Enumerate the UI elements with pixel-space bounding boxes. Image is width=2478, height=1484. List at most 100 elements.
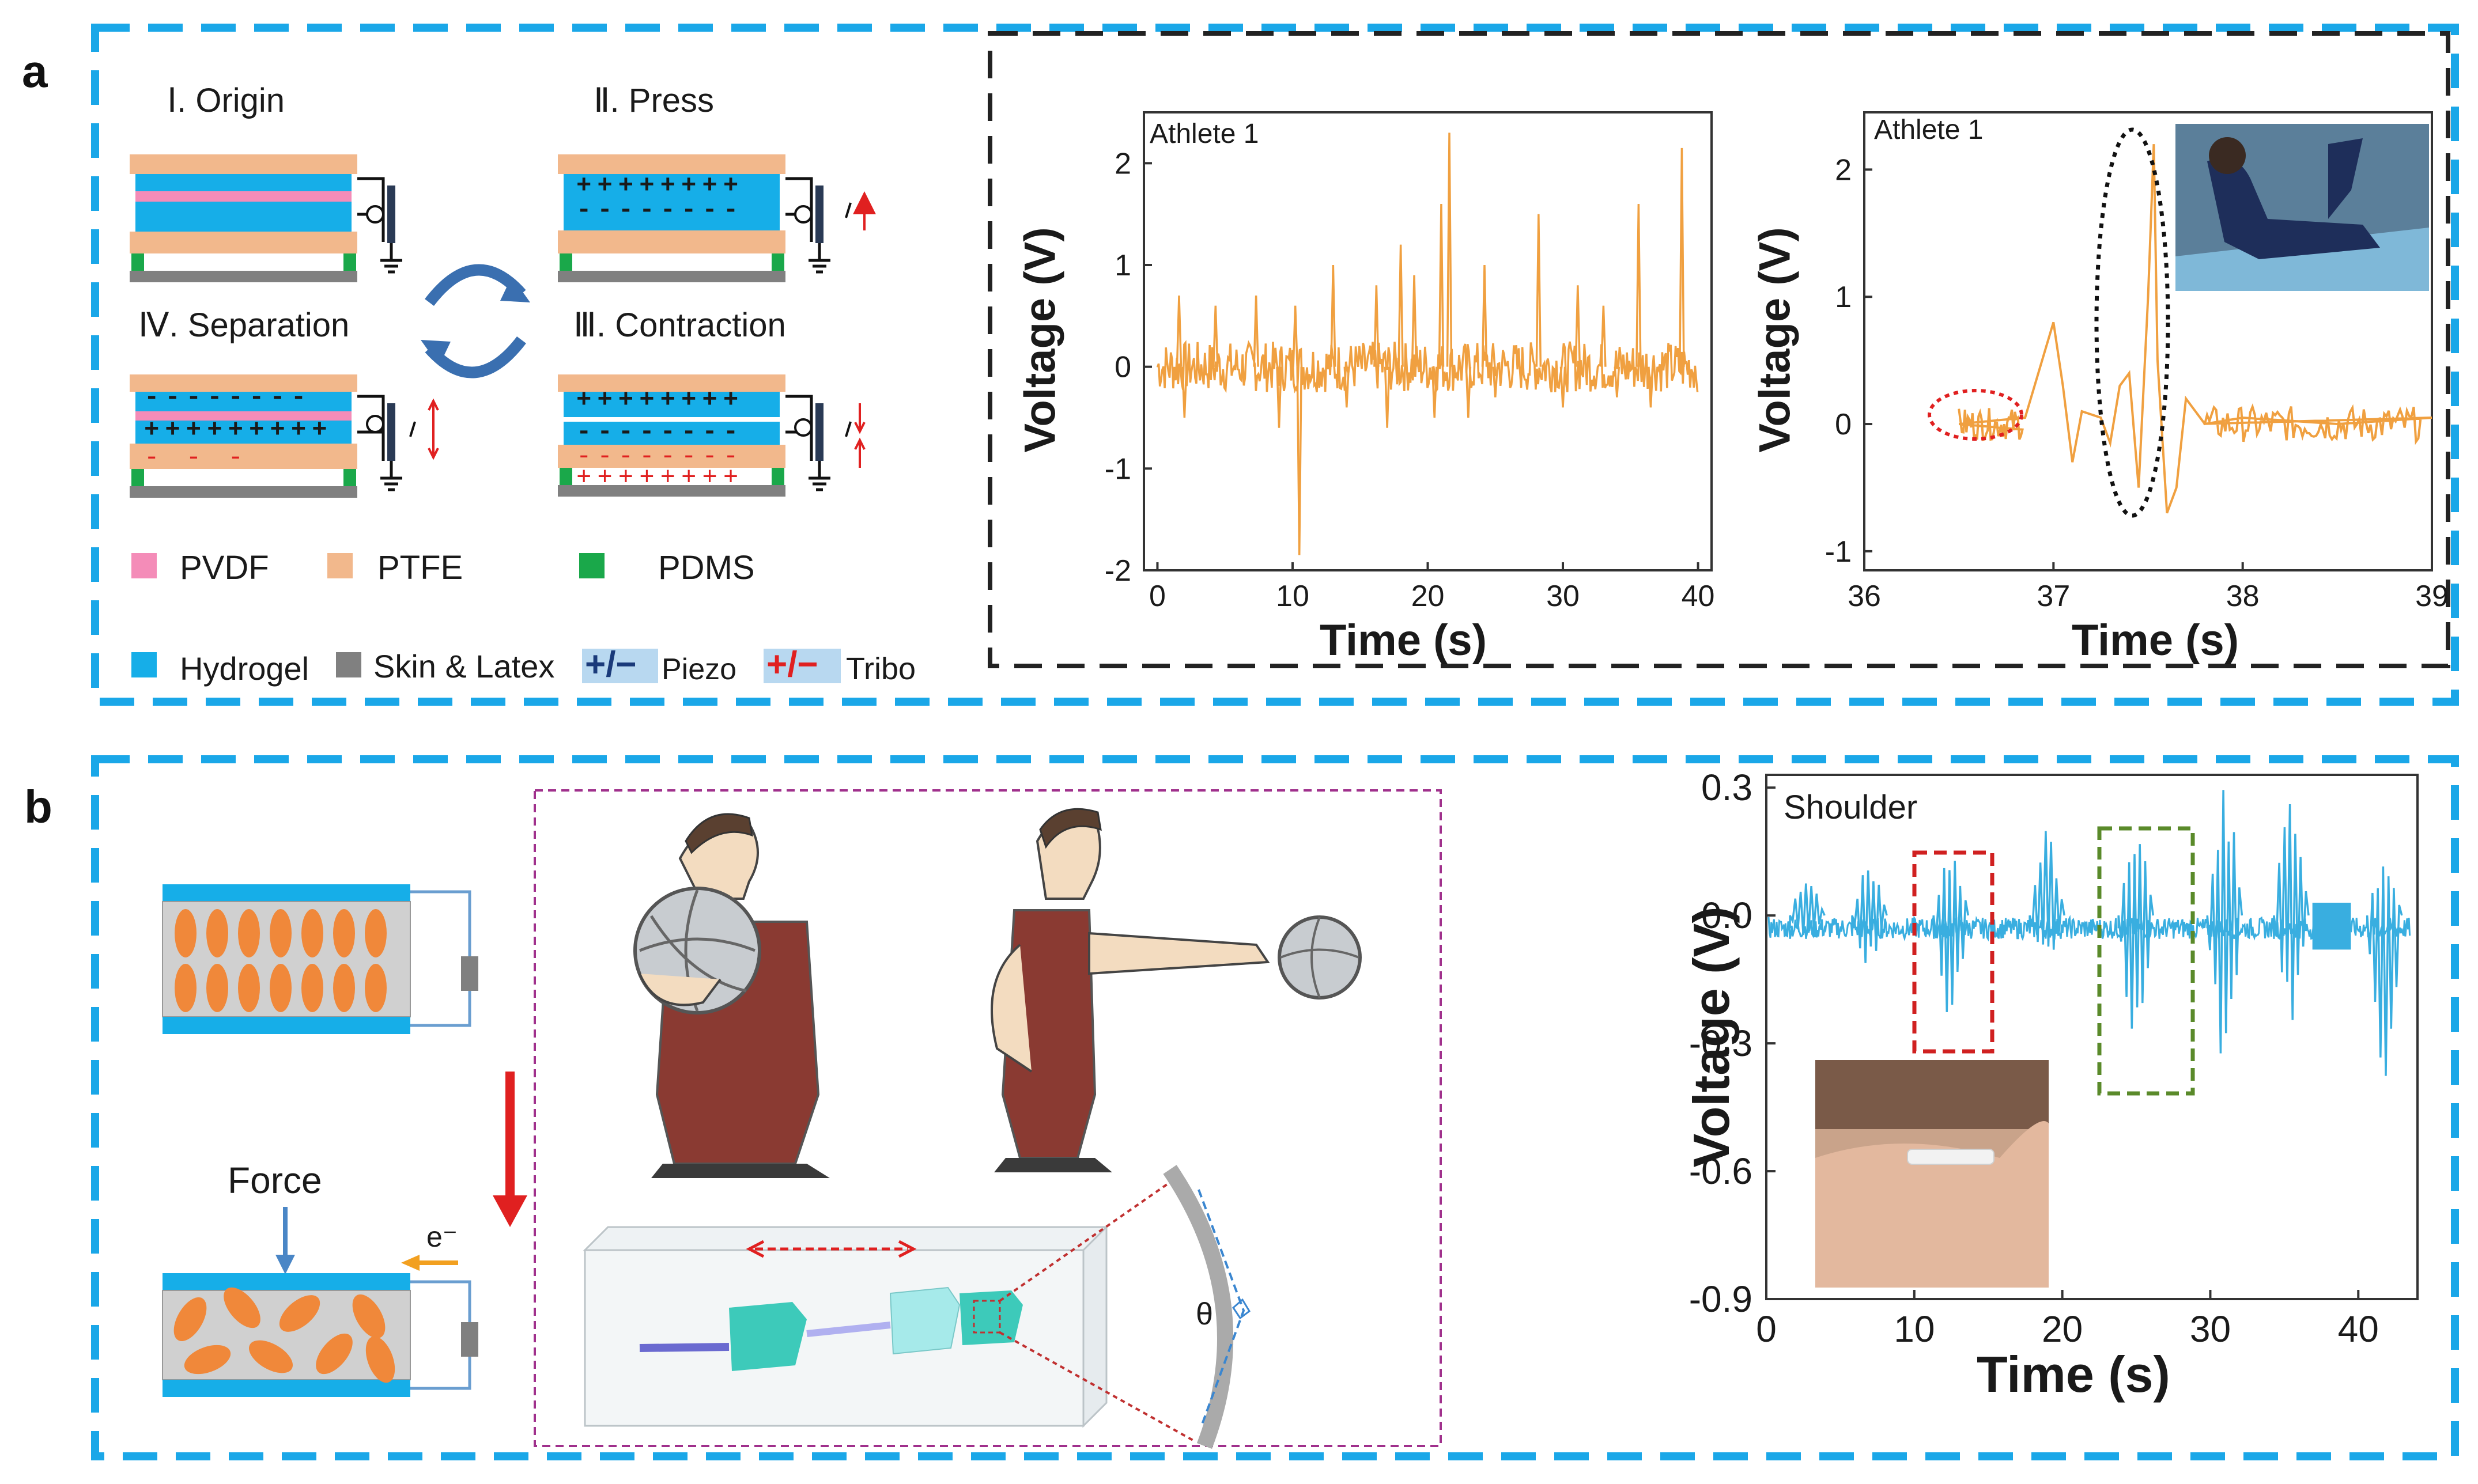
chart-b-ytick-label: 0.3	[1701, 767, 1752, 808]
chart-b-burst	[2206, 790, 2243, 1054]
piezo-device-top	[162, 884, 478, 1034]
dipole-particle	[206, 909, 228, 957]
dipole-particle	[316, 1333, 353, 1375]
separation-charges-tribo: - - -	[144, 444, 250, 472]
chart-a1-spike	[1373, 285, 1380, 367]
legend-skin-swatch	[336, 652, 361, 677]
chart-a1-spike	[1614, 366, 1620, 398]
chart-a1-spike	[1253, 295, 1259, 367]
contraction-charges-tribo-positive: ++++++++	[576, 464, 745, 493]
chart-a1-spike	[1276, 366, 1282, 428]
legend-piezo: Piezo	[662, 653, 737, 686]
chart-a1-spike	[1679, 147, 1685, 367]
contraction-charges-positive: ++++++++	[576, 386, 745, 415]
chart-a1-spike	[1446, 132, 1453, 367]
legend-piezo-symbol: +/−	[585, 645, 637, 684]
chart-b-ytick-label: -0.9	[1689, 1278, 1752, 1320]
legend-skin: Skin & Latex	[373, 648, 555, 684]
chart-a1-plot-frame	[1143, 111, 1713, 571]
press-charges-negative: --------	[576, 196, 745, 225]
chart-b-xtick-label: 20	[2042, 1308, 2083, 1350]
chart-a1-spike	[1481, 264, 1488, 367]
chart-a1-spike	[1492, 366, 1499, 398]
dipole-particle	[279, 1295, 320, 1332]
chart-b-xtick-label: 0	[1756, 1308, 1777, 1350]
stage-label-separation: Ⅳ. Separation	[138, 306, 350, 344]
legend-pdms: PDMS	[658, 549, 755, 586]
motion-box	[534, 789, 1442, 1447]
chart-a1-spike	[1343, 366, 1350, 408]
chart-a1-series-baseline	[1156, 340, 1699, 394]
chart-a1-ytick-label: 0	[1115, 351, 1131, 384]
chart-b-burst	[2273, 804, 2310, 1020]
dipole-particle	[365, 964, 387, 1012]
panel-label-a: a	[22, 46, 48, 97]
dipole-particle	[365, 1336, 395, 1383]
electron-arrow-icon	[401, 1255, 458, 1271]
contraction-charges-tribo-negative: --------	[576, 442, 745, 471]
legend-pdms-swatch	[579, 553, 605, 578]
dipole-particle	[175, 964, 197, 1012]
red-down-arrow-icon	[493, 1072, 527, 1227]
chart-a2-series	[1958, 144, 2432, 514]
chart-b: 0 10 20 30 40 -0.9 -0.6 -0.3 0.0 0.3	[1689, 767, 2419, 1350]
legend-tribo-symbol: +/−	[766, 645, 818, 684]
chart-a2-ytick-label: 0	[1835, 408, 1852, 441]
chart-a1-ytick-label: 1	[1115, 249, 1131, 282]
chart-b-xtick-label: 10	[1894, 1308, 1935, 1350]
legend-ptfe-swatch	[327, 553, 353, 578]
chart-a2-ytick-label: 2	[1835, 153, 1852, 187]
chart-b-burst	[2366, 866, 2403, 1076]
chart-b-ytick-label: -0.6	[1689, 1150, 1752, 1192]
chart-a1-ytick-label: -2	[1105, 554, 1131, 588]
chart-a1-spike	[1176, 295, 1183, 367]
dipole-particle	[238, 964, 260, 1012]
panel-b-frame	[91, 755, 2459, 1460]
chart-a1-spike	[1292, 305, 1298, 367]
chart-a1-spike	[1648, 366, 1654, 408]
chart-b-burst	[1789, 883, 1826, 936]
legend-ptfe: PTFE	[377, 549, 463, 586]
chart-b-dense-block	[2312, 902, 2351, 950]
chart-b-burst	[1932, 861, 1970, 1012]
chart-b-xtick-label: 30	[2190, 1308, 2231, 1350]
dipole-particle	[333, 909, 355, 957]
chart-a1-spike	[1330, 264, 1336, 367]
chart-a1-spike	[1535, 214, 1542, 367]
chart-a1-xtick-label: 20	[1411, 580, 1445, 613]
athlete-throwing-ball	[991, 808, 1362, 1172]
chart-b-ytick-label: 0.0	[1701, 895, 1752, 936]
dipole-particle	[184, 1345, 231, 1375]
chart-b-plot-frame	[1765, 774, 2419, 1300]
chart-b-xtick-label: 40	[2338, 1308, 2379, 1350]
dipole-particle	[249, 1340, 293, 1373]
legend-tribo: Tribo	[846, 652, 916, 686]
dipole-particle	[173, 1297, 207, 1341]
stage-label-contraction: Ⅲ. Contraction	[573, 306, 786, 344]
chart-b-annotation: Shoulder	[1784, 789, 1918, 826]
chart-a2-black-highlight	[2094, 127, 2170, 518]
chart-a1-spike	[1600, 305, 1607, 367]
dipole-particle	[301, 964, 323, 1012]
chart-a2-xlabel: Time (s)	[2072, 616, 2239, 665]
chart-a1-xtick-label: 10	[1276, 580, 1309, 613]
chart-a2-ytick-label: 1	[1835, 281, 1852, 314]
chart-a2-xtick-label: 38	[2226, 580, 2260, 613]
chart-a2-xtick-label: 36	[1848, 580, 1881, 613]
chart-a1-xlabel: Time (s)	[1320, 616, 1487, 665]
dipole-particle	[333, 964, 355, 1012]
chart-b-ytick-label: -0.3	[1689, 1023, 1752, 1064]
legend-tribo-swatch	[764, 649, 841, 683]
legend-pvdf-swatch	[131, 553, 157, 578]
dipole-particle	[301, 909, 323, 957]
stack-origin	[130, 154, 402, 282]
legend-pvdf: PVDF	[180, 549, 269, 586]
stage-label-press: Ⅱ. Press	[594, 82, 715, 119]
chart-a1-spike	[1411, 275, 1418, 367]
dipole-particle	[206, 964, 228, 1012]
force-label: Force	[228, 1160, 322, 1201]
separation-charges-negative: --------	[144, 383, 312, 412]
force-arrow-icon	[275, 1207, 295, 1274]
chart-b-green-box	[2097, 826, 2195, 1096]
